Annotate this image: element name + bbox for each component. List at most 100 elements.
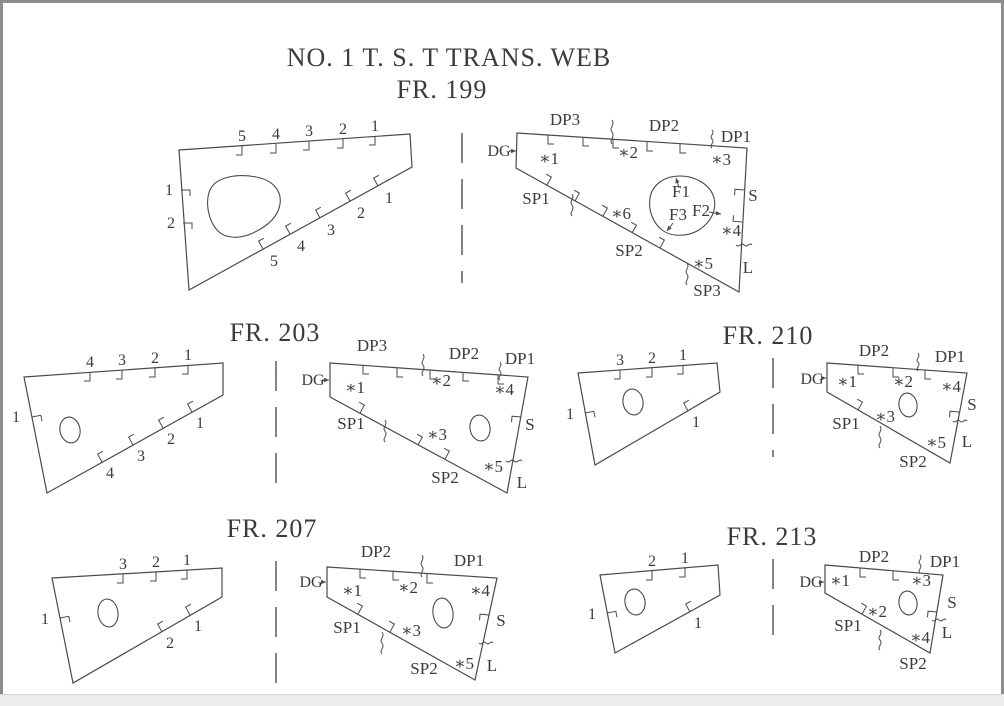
edge-tick [573,189,581,202]
label-L: L [487,656,497,675]
edge-tick [630,221,638,234]
label-star2: ∗2 [618,143,638,162]
label-star1: ∗1 [539,149,559,168]
break-mark [380,631,384,655]
label-1: 1 [681,550,689,567]
label-star4: ∗4 [910,628,931,647]
label-1: 1 [679,347,687,364]
label-3: 3 [119,556,127,573]
label-star4: ∗4 [494,380,515,399]
edge-tick [392,571,399,581]
edge-tick [679,568,686,578]
break-mark [383,419,387,443]
label-SP2: SP2 [615,241,642,260]
label-L: L [517,473,527,492]
plate-outline [178,133,413,291]
break-mark [710,129,714,149]
edge-tick [426,574,433,584]
label-2: 2 [357,205,365,222]
label-2: 2 [167,431,175,448]
label-star5: ∗5 [483,457,503,476]
label-1: 1 [183,552,191,569]
edge-tick [284,222,292,235]
label-F2: F2 [692,201,710,220]
label-star1: ∗1 [830,571,850,590]
break-mark [570,193,574,217]
label-star3: ∗3 [711,150,731,169]
label-S: S [525,415,534,434]
label-SP2: SP2 [899,452,926,471]
label-L: L [942,623,952,642]
edge-tick [443,447,451,460]
plate-outline [51,567,223,684]
label-1: 1 [385,190,393,207]
leader-arrow-head [821,375,826,381]
edge-tick [181,189,191,196]
edge-tick [84,372,91,382]
break-mark [421,353,425,377]
label-DG: DG [299,574,323,591]
break-mark [878,629,882,651]
label-DG: DG [800,371,824,388]
label-3: 3 [305,123,313,140]
label-5: 5 [270,253,278,270]
edge-tick [857,365,864,375]
leader-arrow-head [324,377,329,383]
label-2: 2 [648,553,656,570]
edge-tick [356,602,364,615]
lightening-hole [649,175,716,236]
edge-tick [658,236,666,249]
label-star6: ∗6 [611,204,631,223]
break-mark [478,641,494,645]
break-mark [685,262,689,286]
leader-arrow-head [715,211,721,216]
edge-tick [545,173,553,186]
label-3: 3 [137,448,145,465]
edge-tick [646,142,653,152]
label-L: L [743,258,753,277]
label-S: S [947,593,956,612]
label-1: 1 [371,118,379,135]
label-S: S [748,186,757,205]
edge-tick [372,174,380,187]
break-mark [505,459,523,463]
edge-tick [646,571,653,581]
label-1: 1 [566,406,574,423]
edge-tick [614,370,621,380]
label-4: 4 [86,354,94,371]
label-1: 1 [12,409,20,426]
label-star2: ∗2 [431,371,451,390]
plate-outline [599,564,721,654]
edge-tick [601,204,609,217]
label-star3: ∗3 [911,571,931,590]
edge-tick [927,610,938,618]
edge-tick [359,569,366,579]
edge-tick [303,141,310,151]
label-DP3: DP3 [357,336,387,355]
edge-tick [606,610,618,618]
edge-tick [127,433,135,446]
edge-tick [314,206,322,219]
edge-tick [612,139,619,149]
label-2: 2 [167,215,175,232]
label-2: 2 [648,350,656,367]
break-mark [420,554,424,578]
lightening-hole [469,414,491,442]
edge-tick [59,615,71,623]
label-S: S [496,611,505,630]
label-SP1: SP1 [337,414,364,433]
label-star4: ∗4 [470,581,491,600]
panel-title-fr210: FR. 210 [723,321,814,350]
edge-tick [149,368,156,378]
lightening-hole [207,175,281,238]
label-4: 4 [106,465,114,482]
plate-outline [577,362,721,466]
lightening-hole [624,588,646,616]
edge-tick [369,136,376,146]
